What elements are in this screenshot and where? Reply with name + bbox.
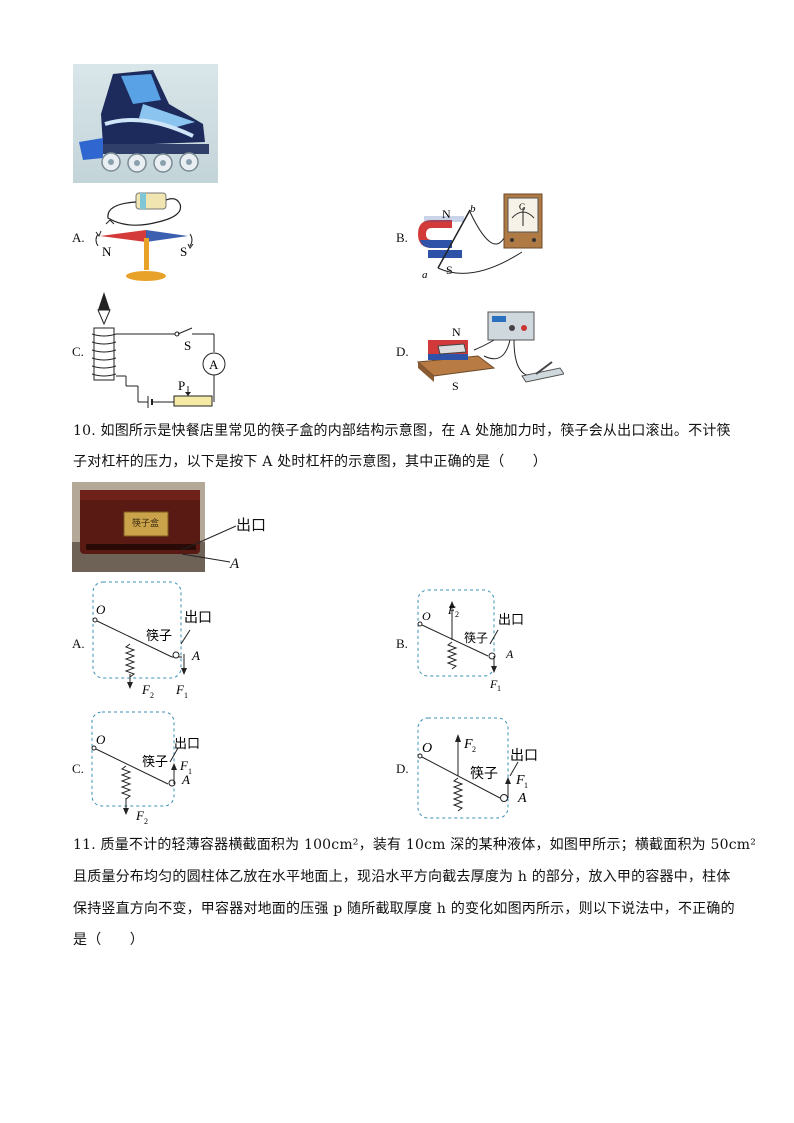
pivot-o-label: O: [422, 609, 431, 623]
exit-label: 出口: [498, 612, 524, 627]
chopstick-box-photo: 筷子盒: [72, 482, 205, 572]
compass-n-label: N: [102, 244, 112, 259]
force-f1-sub: 1: [524, 781, 528, 790]
q10-line-1: 10. 如图所示是快餐店里常见的筷子盒的内部结构示意图，在 A 处施加力时，筷子…: [73, 423, 731, 439]
point-a-label: A: [517, 791, 527, 806]
motor-figure: N S: [414, 306, 565, 394]
force-f1-label: F: [489, 677, 498, 691]
q11-line-3: 保持竖直方向不变，甲容器对地面的压强 p 随所截取厚度 h 的变化如图丙所示，则…: [73, 901, 735, 917]
wire-b-label: b: [470, 203, 476, 215]
chopsticks-label: 筷子: [146, 628, 172, 643]
chopsticks-label: 筷子: [470, 765, 498, 782]
circuit-figure: A S P: [86, 290, 226, 414]
point-a-label: A: [181, 772, 190, 787]
lever-figure-d: O F 2 出口 筷子 F 1 A: [414, 714, 554, 824]
pivot-o-label: O: [422, 741, 432, 756]
lever-figure-c: O F 2 出口 筷子 F 1 A: [88, 708, 218, 826]
lever-figure-b: O F 2 出口 筷子 A F 1: [414, 586, 544, 694]
force-f1-label: F: [515, 773, 525, 788]
photo-exit-label: 出口: [236, 516, 267, 534]
q11-line-4: 是（ ）: [73, 932, 144, 948]
compass-figure: N S: [88, 190, 198, 290]
compass-s-label: S: [180, 244, 187, 259]
galvanometer-g-label: G: [519, 202, 526, 212]
q11-line-2: 且质量分布均匀的圆柱体乙放在水平地面上，现沿水平方向截去厚度为 h 的部分，放入…: [73, 869, 731, 885]
q10-option-c-letter: C.: [72, 761, 84, 776]
q10-option-d-letter: D.: [396, 761, 409, 776]
photo-leader-lines: [180, 520, 240, 570]
force-f1-label: F: [175, 682, 185, 697]
magnet-s-label: S: [446, 263, 453, 277]
force-f2-sub: 2: [144, 817, 148, 826]
chopsticks-label: 筷子: [464, 630, 488, 645]
lever-figure-a: O 出口 筷子 A F 2 F 1: [88, 578, 218, 700]
point-a-label: A: [505, 647, 514, 661]
wire-a-label: a: [422, 269, 428, 281]
coil-icon: [135, 192, 167, 210]
force-f2-label: F: [447, 603, 456, 617]
switch-s-label: S: [184, 338, 191, 353]
force-f1-sub: 1: [497, 684, 501, 693]
option-c-letter: C.: [72, 344, 84, 359]
chopsticks-label: 筷子: [142, 754, 168, 769]
exit-label: 出口: [174, 736, 200, 751]
force-f2-sub: 2: [455, 610, 459, 619]
photo-a-label: A: [230, 556, 240, 572]
force-f2-sub: 2: [150, 691, 154, 700]
box-label: 筷子盒: [132, 517, 159, 528]
exit-label: 出口: [510, 748, 538, 764]
force-f2-label: F: [141, 682, 151, 697]
pivot-o-label: O: [96, 732, 106, 747]
pivot-o-label: O: [96, 602, 106, 617]
q10-option-b-letter: B.: [396, 636, 408, 651]
motor-s-label: S: [452, 379, 459, 393]
slider-p-label: P: [178, 378, 185, 393]
ammeter-label: A: [209, 357, 219, 372]
force-f2-label: F: [463, 737, 473, 752]
point-a-label: A: [191, 648, 200, 663]
force-f1-sub: 1: [188, 767, 192, 776]
magnet-n-label: N: [442, 207, 451, 221]
q11-line-1: 11. 质量不计的轻薄容器横截面积为 100cm²，装有 10cm 深的某种液体…: [73, 837, 757, 853]
motor-n-label: N: [452, 325, 461, 339]
skate-photo: [73, 64, 218, 183]
force-f1-sub: 1: [184, 691, 188, 700]
option-d-letter: D.: [396, 344, 409, 359]
galvanometer-figure: N S a b G: [412, 188, 552, 284]
force-f2-label: F: [135, 808, 145, 823]
exit-label: 出口: [184, 610, 212, 626]
q10-option-a-letter: A.: [72, 636, 85, 651]
force-f2-sub: 2: [472, 745, 476, 754]
q10-line-2: 子对杠杆的压力，以下是按下 A 处时杠杆的示意图，其中正确的是（ ）: [73, 454, 548, 470]
option-a-letter: A.: [72, 230, 85, 245]
force-f1-label: F: [179, 758, 189, 773]
option-b-letter: B.: [396, 230, 408, 245]
